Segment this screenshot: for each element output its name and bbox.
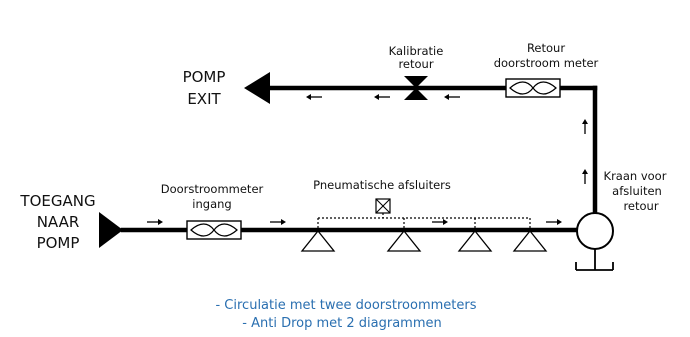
shutoff-label-line1: Kraan voor [604, 169, 667, 183]
flow-arrow-left [444, 94, 460, 100]
outlet-triangle [244, 72, 270, 104]
flowmeter-return-label-line2: doorstroom meter [494, 56, 599, 70]
flowmeter-in-label-line2: ingang [192, 197, 231, 211]
inlet-triangle [99, 212, 123, 248]
calibration-label-line2: retour [398, 57, 433, 71]
inlet-label-line2: NAAR [37, 213, 80, 231]
flowmeter-in-label-line1: Doorstroommeter [161, 182, 264, 196]
calibration-valve-icon [404, 76, 428, 100]
shutoff-valve-handle [575, 249, 614, 271]
flowmeter-in-icon [186, 220, 242, 240]
flow-arrow-up [582, 169, 588, 184]
outlet-label-line2: EXIT [187, 90, 221, 108]
outlet-label-line1: POMP [183, 68, 226, 86]
flow-arrow-right [147, 219, 163, 225]
caption-line1: - Circulatie met twee doorstroommeters [215, 298, 476, 313]
flowmeter-return-label-line1: Retour [527, 41, 565, 55]
pneumatic-control-line [317, 213, 531, 230]
pneumatic-valve-2 [386, 229, 422, 252]
pneumatic-valves-label: Pneumatische afsluiters [313, 178, 451, 192]
flow-arrow-right [270, 219, 286, 225]
shutoff-label-line2: afsluiten [612, 184, 662, 198]
pneumatic-valve-3 [457, 229, 493, 252]
flow-arrow-left [374, 94, 390, 100]
pneumatic-valve-1 [300, 229, 336, 252]
flow-arrow-left [306, 94, 322, 100]
calibration-label-line1: Kalibratie [389, 44, 444, 58]
flow-arrow-up [582, 119, 588, 134]
flow-arrow-right [546, 219, 562, 225]
shutoff-label-line3: retour [623, 199, 658, 213]
caption-line2: - Anti Drop met 2 diagrammen [242, 316, 441, 331]
flow-arrow-right [432, 219, 448, 225]
pneumatic-valve-4 [512, 229, 548, 252]
inlet-label-line3: POMP [37, 234, 80, 252]
flowmeter-return-icon [505, 78, 561, 98]
inlet-label-line1: TOEGANG [19, 192, 95, 210]
pneumatic-actuator-icon [375, 198, 391, 214]
shutoff-valve-icon [576, 212, 614, 250]
